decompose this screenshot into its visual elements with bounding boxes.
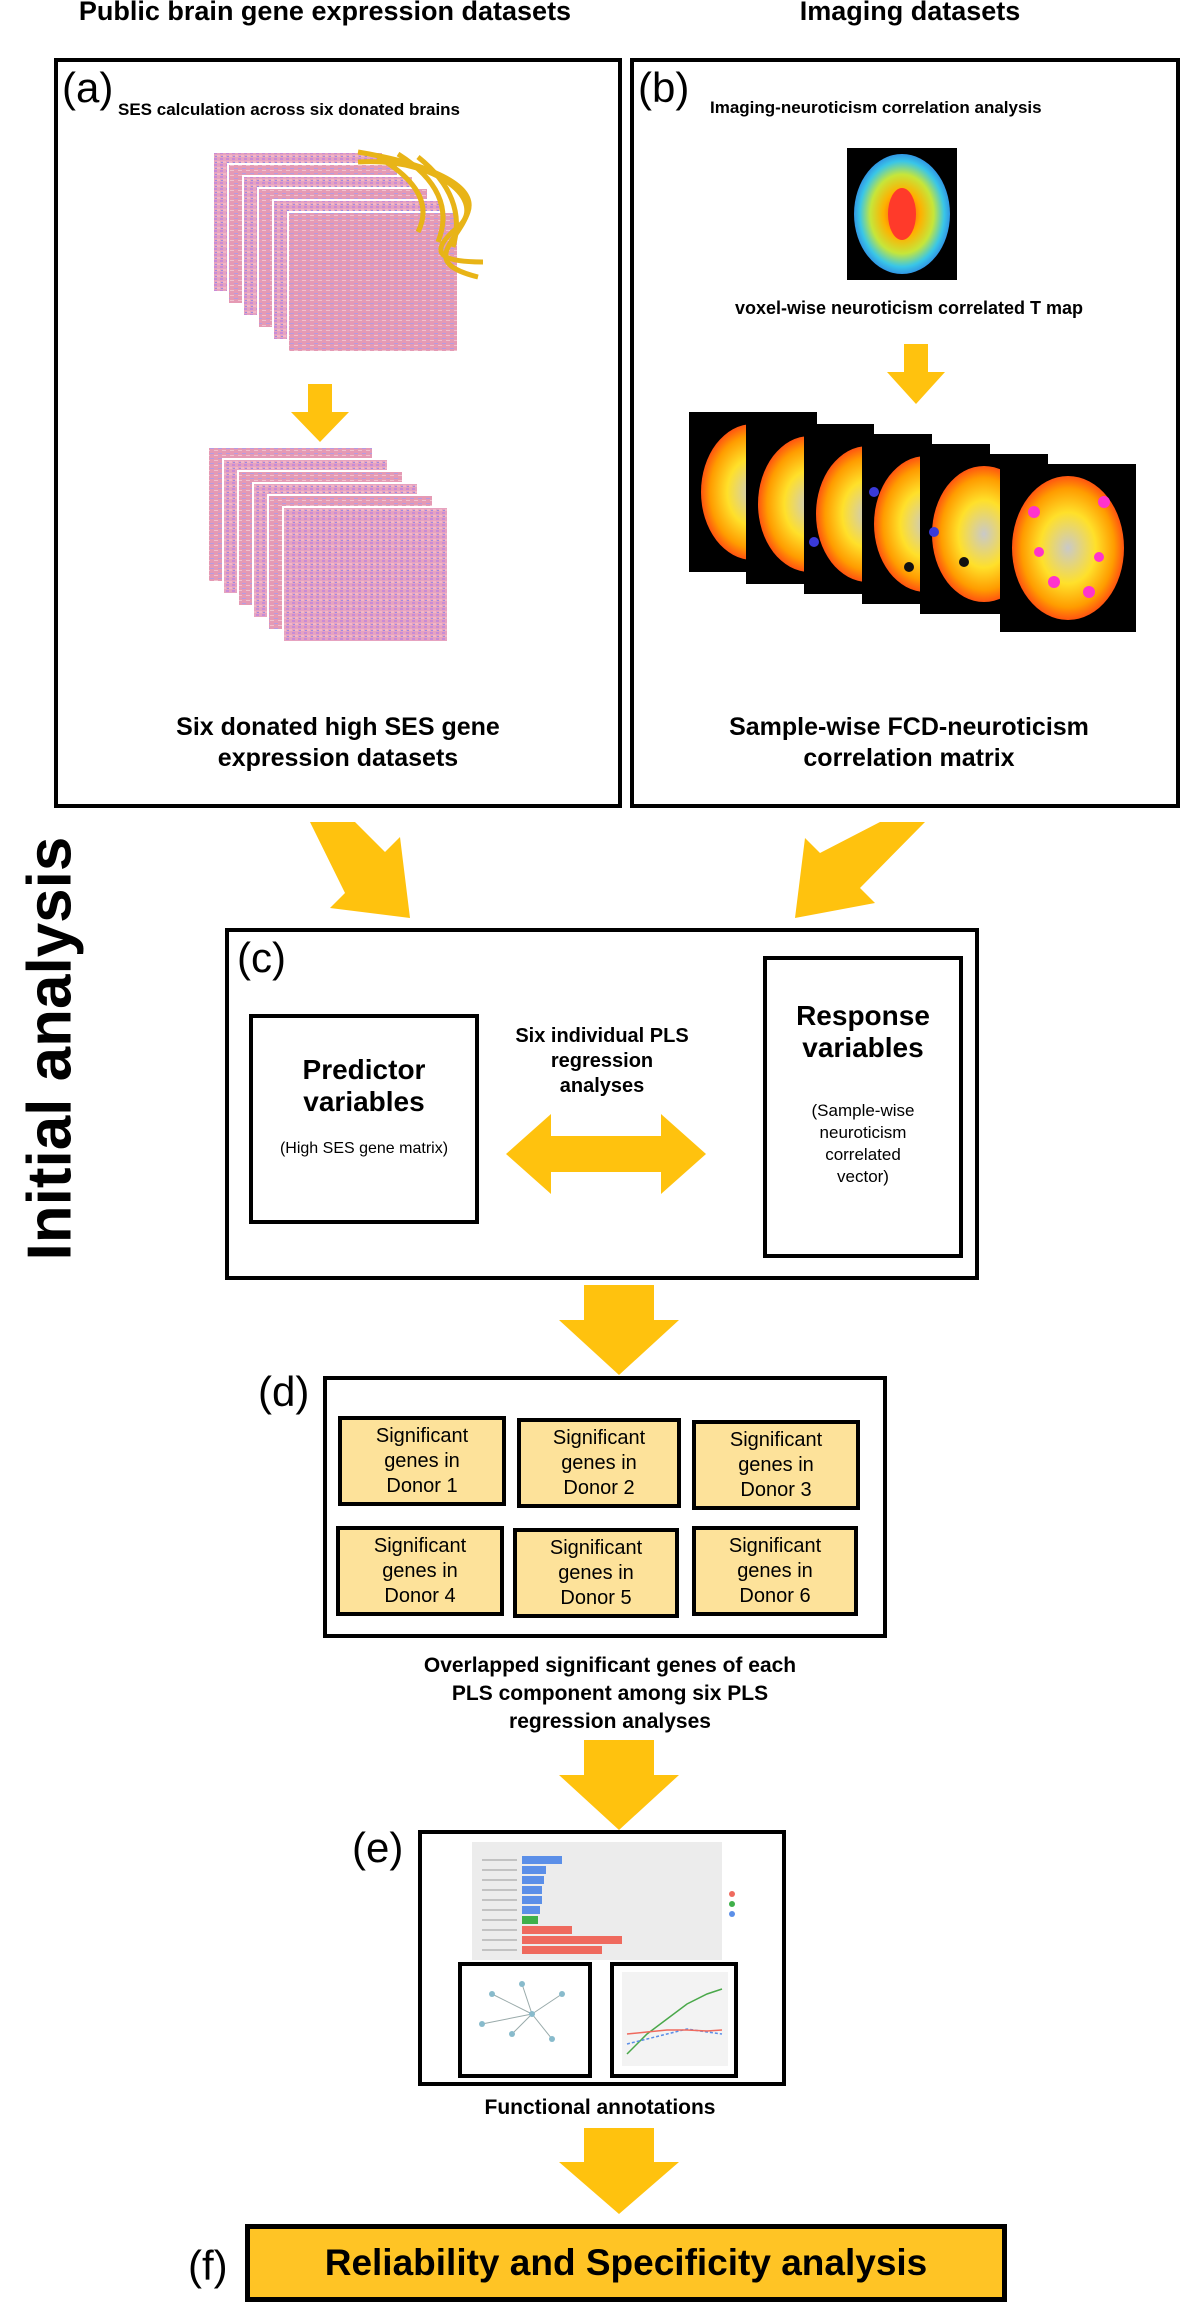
panel-d-caption-line1: Overlapped significant genes of each [423,1654,797,1677]
enrichment-bar-thumbnail [472,1842,735,1960]
panel-a-label: (a) [62,64,114,111]
tmap-brain [847,148,957,280]
panel-a-caption: Six donated high SES gene expression dat… [58,712,618,774]
arrow-d-to-e [559,1740,679,1830]
panel-d-caption-line3: regression analyses [509,1710,711,1733]
response-note-line1: (Sample-wise [811,1101,915,1120]
arrow-c-to-d [559,1285,679,1375]
pls-center-line2: regression [550,1050,654,1072]
predictor-box: Predictor variables (High SES gene matri… [249,1014,479,1224]
pls-center-text: Six individual PLS regression analyses [497,1024,707,1099]
double-arrow [506,1114,706,1194]
arrow-a-down [291,384,349,442]
heatmap-layers-bottom [207,446,449,643]
response-box: Response variables (Sample-wise neurotic… [763,956,963,1258]
panel-f-box: Reliability and Specificity analysis [245,2224,1007,2302]
panel-b-label: (b) [638,64,690,111]
arrow-a-to-c [310,822,410,918]
brain-slice-stack [689,412,1136,632]
panel-e [418,1830,786,2086]
heatmap-layers-top [212,151,459,353]
panel-b-caption: Sample-wise FCD-neuroticism correlation … [634,712,1182,774]
panel-f-label: (f) [188,2242,228,2289]
panel-c: (c) Predictor variables (High SES gene m… [225,928,979,1280]
arrow-e-to-f [559,2128,679,2214]
panel-e-label: (e) [352,1824,404,1871]
predictor-note: (High SES gene matrix) [279,1140,449,1157]
response-note-line3: correlated [825,1145,901,1164]
panel-d-caption-line2: PLS component among six PLS [451,1682,769,1705]
dna-helix-icon [357,149,484,280]
panel-b-subtitle: Imaging-neuroticism correlation analysis [710,98,1042,117]
response-title-line1: Response [796,1000,930,1031]
panel-a-caption-line2: expression datasets [217,744,459,772]
response-note-line4: vector) [837,1167,889,1186]
panel-f-title: Reliability and Specificity analysis [324,2242,928,2283]
panel-b-tmap-caption: voxel-wise neuroticism correlated T map [734,298,1084,318]
pls-center-line1: Six individual PLS [515,1025,689,1047]
panel-b: (b) Imaging-neuroticism correlation anal… [630,58,1180,808]
pls-center-line3: analyses [559,1075,645,1097]
annotation-thumbnails [458,1842,738,2078]
panel-d-label: (d) [258,1368,310,1415]
panel-c-label: (c) [237,934,286,981]
panel-d-caption: Overlapped significant genes of each PLS… [360,1652,860,1736]
response-note-line2: neuroticism [819,1123,907,1142]
panel-a: (a) SES calculation across six donated b… [54,58,622,808]
panel-a-caption-line1: Six donated high SES gene [176,713,500,741]
arrow-b-to-c [795,822,925,918]
response-title-line2: variables [802,1032,924,1063]
panel-a-subtitle: SES calculation across six donated brain… [118,100,461,119]
panel-b-caption-line1: Sample-wise FCD-neuroticism [729,713,1089,741]
header-left: Public brain gene expression datasets [78,0,572,26]
ppi-network-thumbnail [458,1962,592,2078]
predictor-title-line2: variables [303,1086,425,1117]
panel-b-caption-line2: correlation matrix [803,744,1015,772]
brain-images [689,148,1136,632]
header-right: Imaging datasets [799,0,1021,26]
predictor-title-line1: Predictor [302,1054,426,1085]
expression-curve-thumbnail [610,1962,738,2078]
gene-heatmap-stack-top [207,149,484,643]
arrow-b-down [887,344,945,404]
panel-e-caption: Functional annotations [484,2096,716,2119]
